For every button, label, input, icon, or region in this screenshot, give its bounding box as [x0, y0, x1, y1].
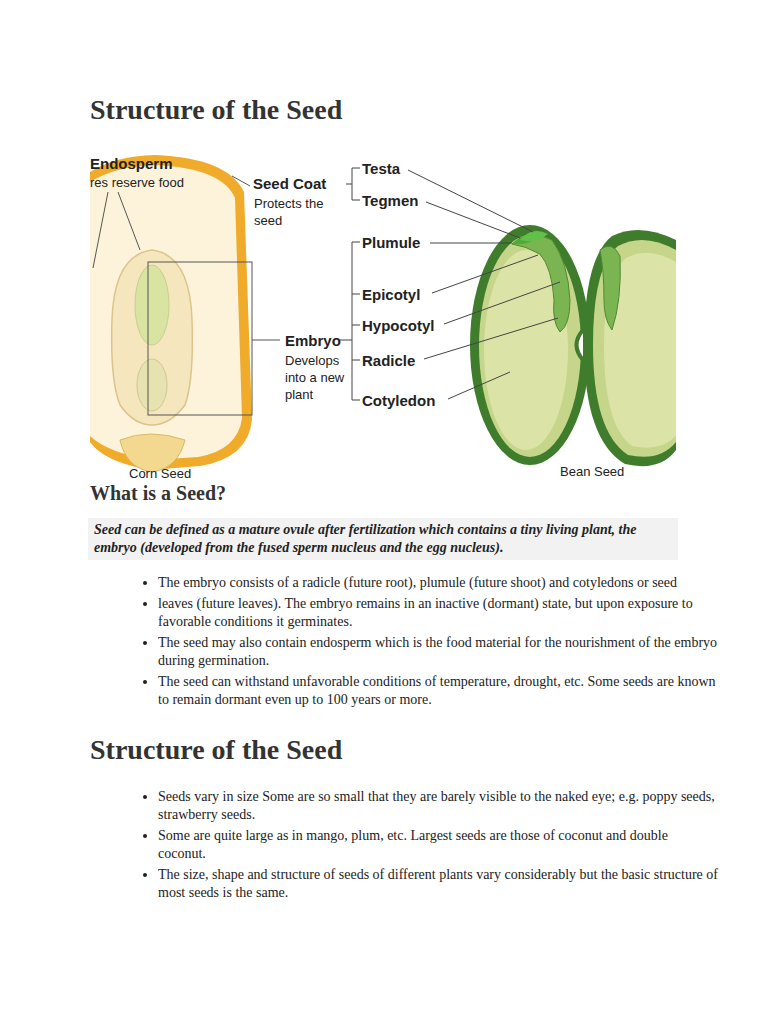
section-heading: Structure of the Seed	[90, 734, 342, 766]
part-name: Epicotyl	[362, 286, 420, 303]
bullet-item: leaves (future leaves). The embryo remai…	[158, 595, 718, 631]
figure-caption: Corn Seed	[129, 466, 191, 481]
part-name: Seed Coat	[253, 175, 326, 192]
part-note: Develops into a new plant	[285, 352, 347, 403]
label-brackets	[340, 168, 360, 400]
bullet-list: The embryo consists of a radicle (future…	[118, 574, 718, 712]
bullet-list: Seeds vary in size Some are so small tha…	[118, 788, 718, 905]
bullet-item: Seeds vary in size Some are so small tha…	[158, 788, 718, 824]
section-heading: What is a Seed?	[90, 482, 226, 505]
definition-box: Seed can be defined as a mature ovule af…	[88, 518, 678, 560]
part-name: Tegmen	[362, 192, 418, 209]
figure-caption: Bean Seed	[560, 464, 624, 479]
page-title: Structure of the Seed	[90, 94, 342, 126]
bean-seed	[470, 225, 676, 466]
bullet-item: The size, shape and structure of seeds o…	[158, 866, 718, 902]
part-name: Radicle	[362, 352, 415, 369]
part-name: Plumule	[362, 234, 420, 251]
bullet-item: The seed can withstand unfavorable condi…	[158, 673, 718, 709]
part-name: Hypocotyl	[362, 317, 435, 334]
bullet-item: Some are quite large as in mango, plum, …	[158, 827, 718, 863]
definition-text: Seed can be defined as a mature ovule af…	[94, 521, 672, 557]
corn-seed	[90, 155, 280, 472]
part-note: res reserve food	[90, 175, 184, 190]
part-name: Endosperm	[90, 155, 173, 172]
leader-lines	[408, 170, 560, 399]
part-note: Protects the seed	[254, 195, 349, 229]
bullet-item: The embryo consists of a radicle (future…	[158, 574, 718, 592]
part-name: Embryo	[285, 332, 341, 349]
part-name: Cotyledon	[362, 392, 435, 409]
part-name: Testa	[362, 160, 400, 177]
bullet-item: The seed may also contain endosperm whic…	[158, 634, 718, 670]
